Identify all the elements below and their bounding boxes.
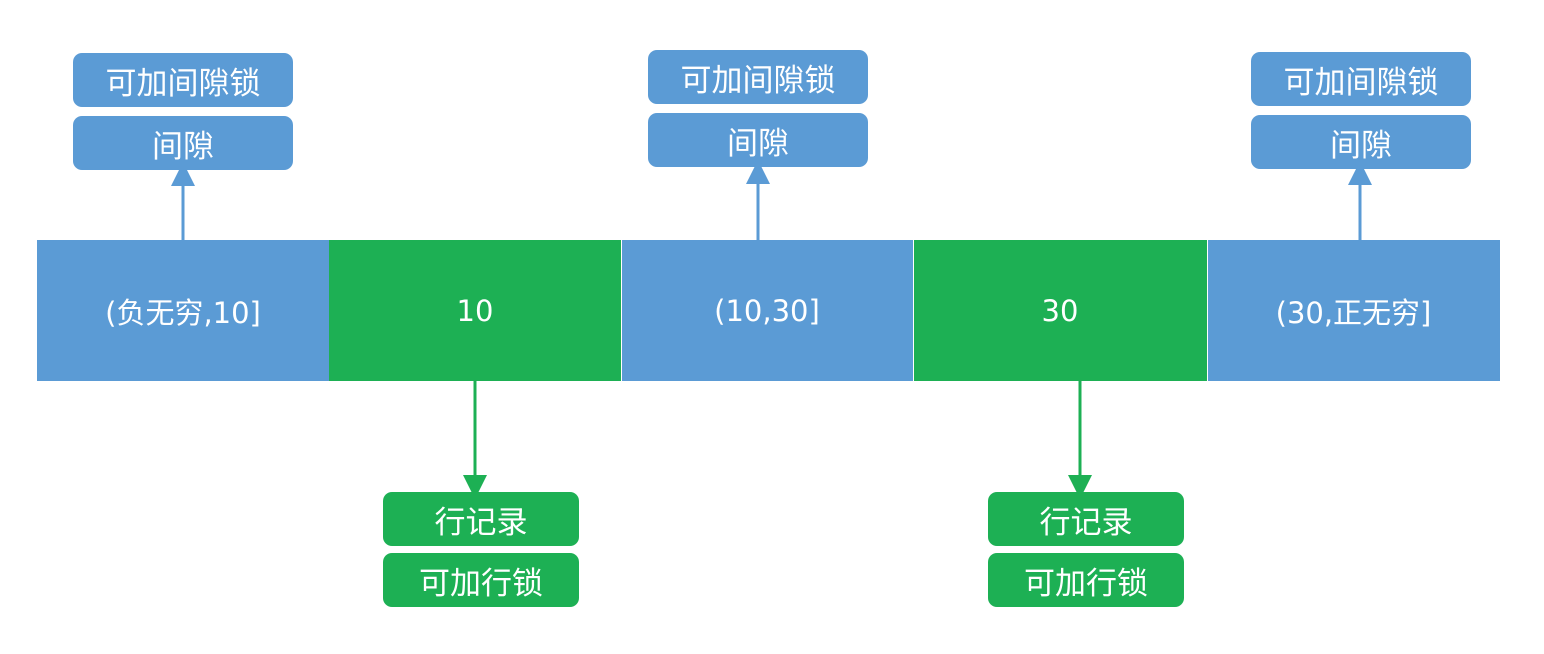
gap-lock-text: 可加间隙锁: [105, 65, 261, 102]
record-type-label: 行记录: [383, 492, 579, 546]
segment-record-30: 30: [913, 240, 1207, 381]
gap-lock-text: 可加间隙锁: [680, 62, 836, 99]
gap-lock-label: 可加间隙锁: [648, 50, 868, 104]
segment-30-to-pos-inf: (30,正无穷]: [1207, 240, 1500, 381]
segment-label: 10: [456, 293, 494, 328]
gap-lock-label: 可加间隙锁: [73, 53, 293, 107]
segment-divider: [621, 240, 622, 381]
segment-10-to-30: (10,30]: [621, 240, 913, 381]
record-type-text: 行记录: [1039, 504, 1133, 541]
segment-divider: [913, 240, 914, 381]
record-type-text: 行记录: [434, 504, 528, 541]
gap-type-text: 间隙: [1330, 127, 1392, 164]
record-lock-text: 可加行锁: [419, 565, 543, 602]
gap-type-text: 间隙: [152, 128, 214, 165]
segment-label: (负无穷,10]: [105, 295, 261, 330]
segment-label: (30,正无穷]: [1275, 295, 1432, 330]
gap-lock-text: 可加间隙锁: [1283, 64, 1439, 101]
segment-label: (10,30]: [714, 293, 820, 328]
segment-divider: [1207, 240, 1208, 381]
record-lock-label: 可加行锁: [383, 553, 579, 607]
segment-record-10: 10: [329, 240, 621, 381]
gap-type-label: 间隙: [1251, 115, 1471, 169]
record-lock-text: 可加行锁: [1024, 565, 1148, 602]
gap-type-text: 间隙: [727, 125, 789, 162]
gap-type-label: 间隙: [648, 113, 868, 167]
gap-type-label: 间隙: [73, 116, 293, 170]
segment-neg-inf-to-10: (负无穷,10]: [37, 240, 329, 381]
gap-lock-label: 可加间隙锁: [1251, 52, 1471, 106]
segment-label: 30: [1041, 293, 1079, 328]
record-lock-label: 可加行锁: [988, 553, 1184, 607]
record-type-label: 行记录: [988, 492, 1184, 546]
